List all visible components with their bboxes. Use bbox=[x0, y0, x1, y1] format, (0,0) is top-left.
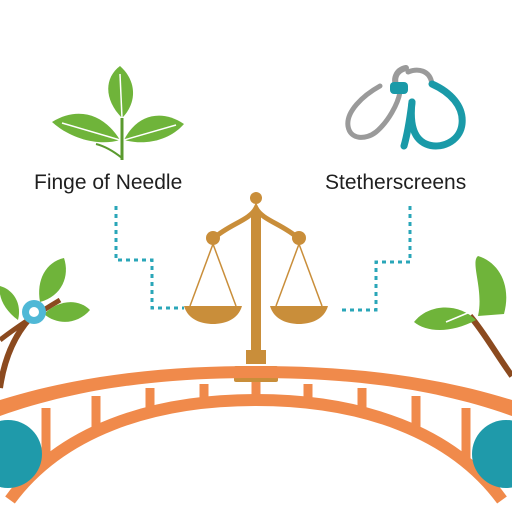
label-left: Finge of Needle bbox=[34, 171, 183, 194]
teal-circle-right bbox=[472, 420, 512, 488]
tree-branch-icon-left bbox=[0, 258, 90, 389]
arch-bridge-icon bbox=[0, 366, 512, 504]
tree-branch-icon-right bbox=[414, 256, 512, 378]
connector-left bbox=[114, 206, 184, 310]
balance-scale-icon bbox=[184, 192, 328, 382]
teal-circle-left bbox=[0, 420, 42, 488]
label-right: Stetherscreens bbox=[325, 171, 467, 194]
leaf-sprig-icon bbox=[52, 66, 184, 160]
stethoscope-icon bbox=[345, 65, 466, 150]
connector-right bbox=[338, 206, 412, 312]
